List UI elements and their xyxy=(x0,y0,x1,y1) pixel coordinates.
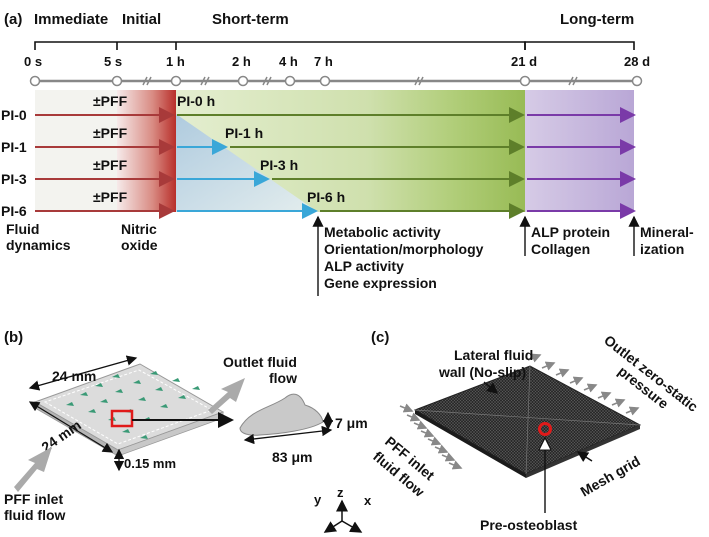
outcome-alp-activity: ALP activity xyxy=(324,258,404,274)
pre-osteoblast-label: Pre-osteoblast xyxy=(480,517,578,533)
axis-z-label: z xyxy=(337,485,344,500)
pi6h-label: PI-6 h xyxy=(307,189,345,205)
pff-label-row4: ±PFF xyxy=(93,189,128,205)
phase-long-term: Long-term xyxy=(560,11,634,28)
phase-brackets xyxy=(34,41,635,50)
axis-break-marks xyxy=(142,76,578,86)
cell-height: 7 μm xyxy=(335,415,368,431)
pre-osteoblast-marker xyxy=(538,422,552,436)
outcome-mineral-2: ization xyxy=(640,241,684,257)
outlet-flow-arrow xyxy=(208,378,245,414)
cell-length: 83 μm xyxy=(272,449,312,465)
outcome-gene-expression: Gene expression xyxy=(324,275,437,291)
inlet-line1: PFF inlet xyxy=(4,491,63,507)
dim-width: 24 mm xyxy=(52,368,96,384)
long-term-purple-band xyxy=(525,90,634,212)
zoomed-cell-shape xyxy=(239,393,324,436)
pre-osteoblast-arrowhead xyxy=(538,436,552,451)
pi3h-label: PI-3 h xyxy=(260,157,298,173)
phase-initial: Initial xyxy=(122,11,161,28)
lateral-line2: wall (No-slip) xyxy=(438,364,526,380)
fluid-dynamics-line2: dynamics xyxy=(6,237,71,253)
tick-7h: 7 h xyxy=(314,54,333,69)
panel-a-label: (a) xyxy=(4,11,22,28)
tick-21d: 21 d xyxy=(511,54,537,69)
outcome-metabolic: Metabolic activity xyxy=(324,224,441,240)
row-label-pi6: PI-6 xyxy=(1,203,27,219)
outcome-collagen: Collagen xyxy=(531,241,590,257)
phase-immediate: Immediate xyxy=(34,11,108,28)
nitric-oxide-line2: oxide xyxy=(121,237,158,253)
mesh-inlet-arrows xyxy=(399,403,463,470)
pre-incubation-triangle xyxy=(176,114,318,212)
outcome-mineral-1: Mineral- xyxy=(640,224,694,240)
fluid-dynamics-line1: Fluid xyxy=(6,221,39,237)
row-label-pi3: PI-3 xyxy=(1,171,27,187)
row-label-pi0: PI-0 xyxy=(1,107,27,123)
pff-label-row2: ±PFF xyxy=(93,125,128,141)
nitric-oxide-line1: Nitric xyxy=(121,221,157,237)
tick-28d: 28 d xyxy=(624,54,650,69)
tick-1h: 1 h xyxy=(166,54,185,69)
mesh-outlet-arrows xyxy=(527,353,640,416)
xyz-axes xyxy=(323,499,363,533)
outcome-alp-protein: ALP protein xyxy=(531,224,610,240)
outlet-line1: Outlet fluid xyxy=(223,354,297,370)
outcome-orientation: Orientation/morphology xyxy=(324,241,484,257)
inlet-flow-arrow xyxy=(14,447,52,492)
mesh-plate xyxy=(413,365,642,478)
lateral-line1: Lateral fluid xyxy=(454,347,533,363)
axis-x-label: x xyxy=(364,493,372,508)
panel-b-label: (b) xyxy=(4,329,23,346)
outcome-brackets xyxy=(312,215,640,296)
immediate-band xyxy=(35,90,117,212)
time-axis xyxy=(29,75,643,87)
phase-short-term: Short-term xyxy=(212,11,289,28)
tick-5s: 5 s xyxy=(104,54,122,69)
row-label-pi1: PI-1 xyxy=(1,139,27,155)
inlet-line2: fluid flow xyxy=(4,507,66,523)
dim-thickness: 0.15 mm xyxy=(124,456,176,471)
dimension-lines xyxy=(28,355,138,472)
tick-4h: 4 h xyxy=(279,54,298,69)
pi1h-label: PI-1 h xyxy=(225,125,263,141)
outlet-line2: flow xyxy=(269,370,297,386)
tick-0s: 0 s xyxy=(24,54,42,69)
pi0h-label: PI-0 h xyxy=(177,93,215,109)
pff-label-row1: ±PFF xyxy=(93,93,128,109)
pff-label-row3: ±PFF xyxy=(93,157,128,173)
mesh-grid-label: Mesh grid xyxy=(578,453,643,500)
tick-2h: 2 h xyxy=(232,54,251,69)
axis-y-label: y xyxy=(314,492,322,507)
panel-c-label: (c) xyxy=(371,329,389,346)
cell-dimension-lines xyxy=(243,411,334,445)
